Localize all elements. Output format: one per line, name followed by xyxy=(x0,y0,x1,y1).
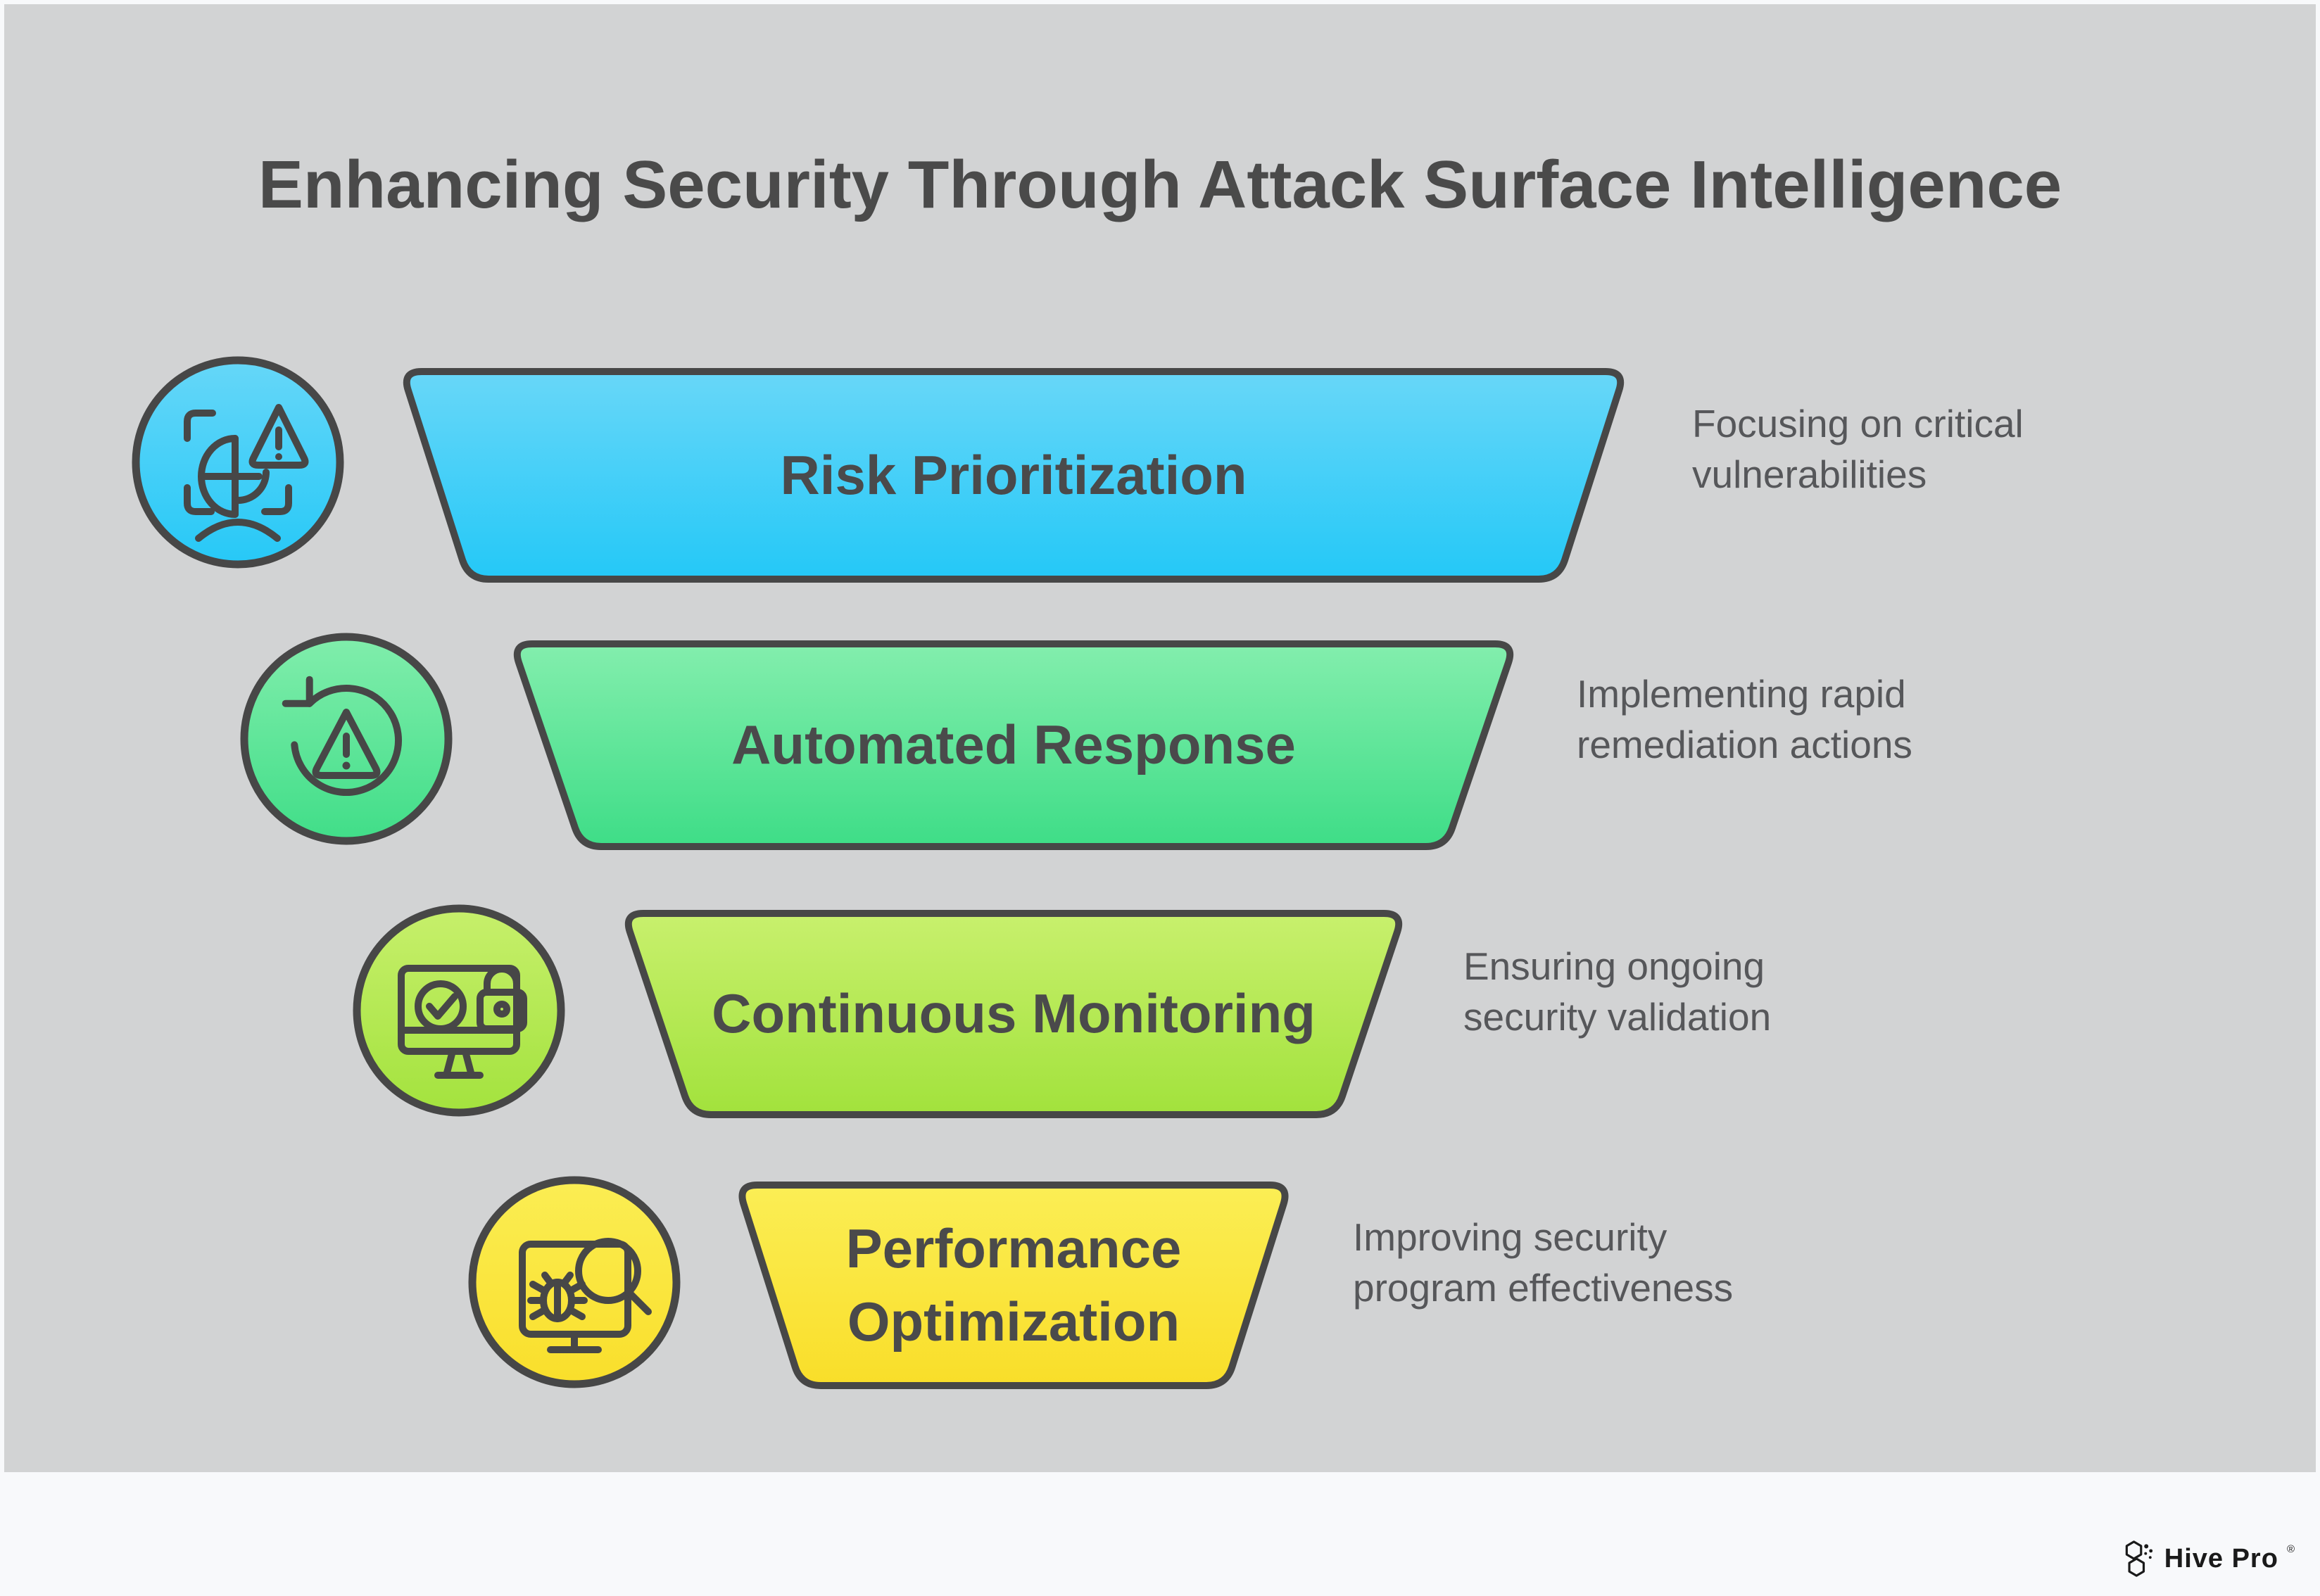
monitor-check-lock-icon xyxy=(353,904,565,1117)
funnel-stage-3-description: Ensuring ongoing security validation xyxy=(1463,944,1772,1039)
funnel-stage-4-shape xyxy=(738,1182,1289,1389)
funnel-stage-4-description: Improving security program effectiveness xyxy=(1353,1215,1734,1310)
funnel-stage-2-shape xyxy=(513,640,1514,850)
hivepro-hexagon-icon xyxy=(2125,1540,2152,1577)
funnel-stage-3-shape xyxy=(624,910,1403,1118)
funnel-stage-1-shape xyxy=(403,368,1625,583)
registered-trademark-symbol: ® xyxy=(2286,1543,2295,1555)
hivepro-brand-text: Hive Pro xyxy=(2164,1543,2278,1573)
funnel-stage-1-description: Focusing on critical vulnerabilities xyxy=(1692,402,2024,496)
hivepro-logo: Hive Pro ® xyxy=(2121,1538,2295,1579)
refresh-alert-icon xyxy=(240,633,453,845)
monitor-bug-search-icon xyxy=(468,1176,681,1388)
funnel-stage-2-description: Implementing rapid remediation actions xyxy=(1577,672,1912,766)
globe-scan-alert-icon xyxy=(132,356,344,569)
page-title: Enhancing Security Through Attack Surfac… xyxy=(258,147,2062,222)
